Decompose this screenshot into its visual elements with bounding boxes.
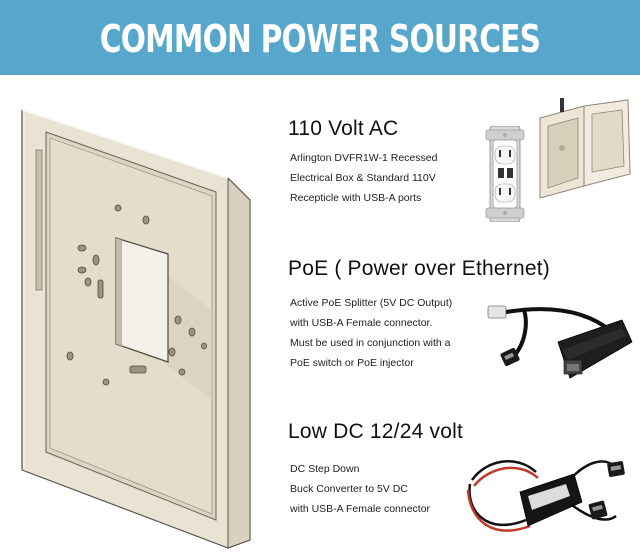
buck-converter-image bbox=[466, 460, 625, 532]
desc-line: Arlington DVFR1W-1 Recessed bbox=[290, 152, 438, 164]
header-banner: COMMON POWER SOURCES bbox=[0, 0, 640, 75]
poe-splitter-image bbox=[487, 305, 633, 379]
desc-line: DC Step Down bbox=[290, 463, 360, 475]
section-desc-low-dc: DC Step Down Buck Converter to 5V DC wit… bbox=[290, 459, 430, 519]
wall-mount-frame-image bbox=[21, 109, 251, 549]
banner-title: COMMON POWER SOURCES bbox=[99, 17, 541, 61]
section-title-poe: PoE ( Power over Ethernet) bbox=[288, 257, 550, 280]
section-desc-110v: Arlington DVFR1W-1 Recessed Electrical B… bbox=[290, 148, 437, 208]
section-desc-poe: Active PoE Splitter (5V DC Output) with … bbox=[290, 293, 452, 373]
desc-line: Must be used in conjunction with a bbox=[290, 337, 451, 349]
usb-outlet-image bbox=[485, 126, 525, 222]
desc-line: Recepticle with USB-A ports bbox=[290, 192, 422, 204]
desc-line: with USB-A Female connector bbox=[290, 503, 431, 515]
desc-line: Electrical Box & Standard 110V bbox=[290, 172, 436, 184]
desc-line: Buck Converter to 5V DC bbox=[290, 483, 408, 495]
section-title-low-dc: Low DC 12/24 volt bbox=[288, 420, 463, 443]
desc-line: with USB-A Female connector. bbox=[290, 317, 433, 329]
desc-line: PoE switch or PoE injector bbox=[290, 357, 414, 369]
desc-line: Active PoE Splitter (5V DC Output) bbox=[290, 297, 453, 309]
section-title-110v: 110 Volt AC bbox=[288, 117, 399, 140]
recessed-box-image bbox=[539, 98, 631, 199]
